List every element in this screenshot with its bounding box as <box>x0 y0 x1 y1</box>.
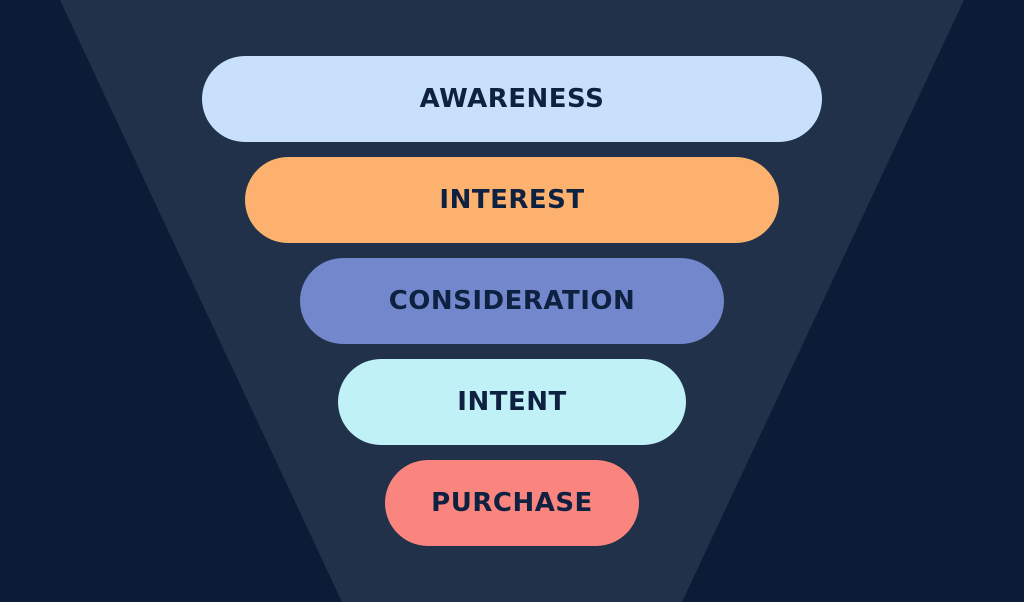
stage-consideration: CONSIDERATION <box>300 258 724 344</box>
stage-purchase-label: PURCHASE <box>431 488 593 518</box>
stage-awareness-label: AWARENESS <box>419 84 605 114</box>
stage-purchase: PURCHASE <box>385 460 639 546</box>
stage-intent-label: INTENT <box>457 387 567 417</box>
stage-awareness: AWARENESS <box>202 56 822 142</box>
stage-interest-label: INTEREST <box>439 185 585 215</box>
stage-consideration-label: CONSIDERATION <box>388 286 636 316</box>
stage-interest: INTEREST <box>245 157 779 243</box>
stage-intent: INTENT <box>338 359 686 445</box>
